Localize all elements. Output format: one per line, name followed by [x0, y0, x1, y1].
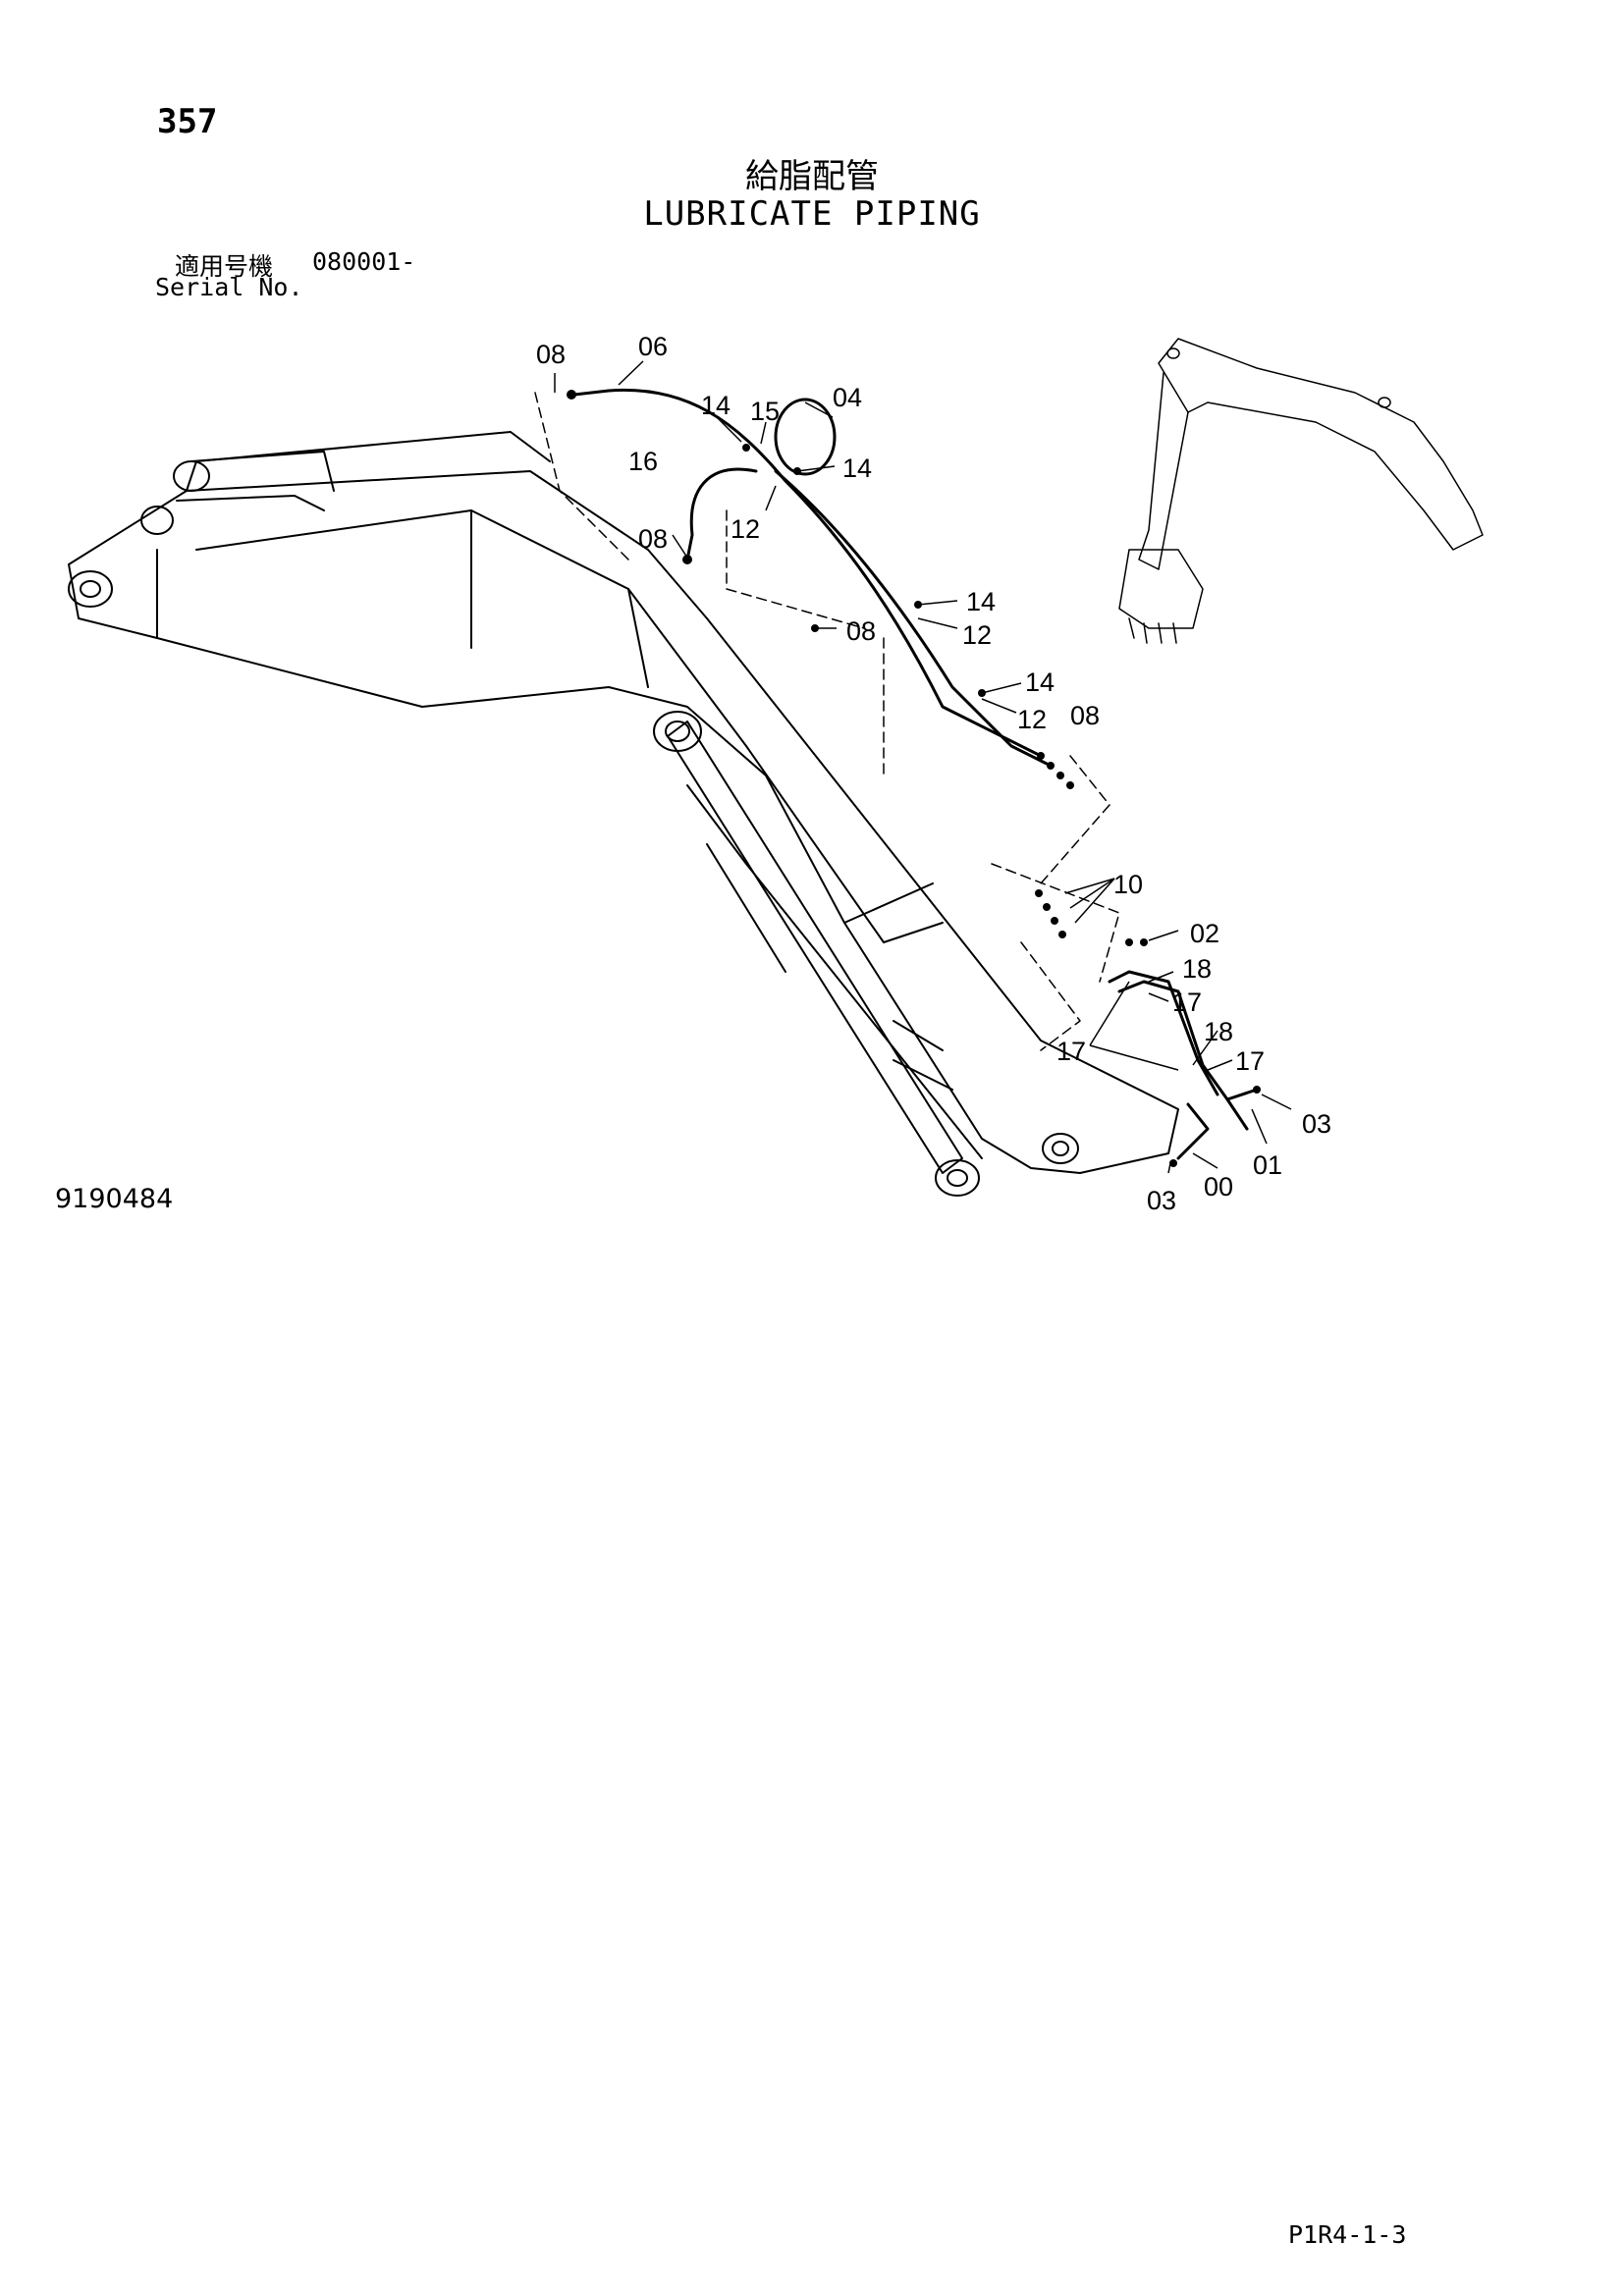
callout-03a: 03 [1302, 1109, 1331, 1139]
serial-label-japanese: 適用号機 [175, 252, 274, 281]
title-english: LUBRICATE PIPING [643, 194, 981, 234]
callout-16: 16 [628, 447, 658, 476]
callout-10: 10 [1113, 870, 1143, 899]
boom-foot-pins [68, 451, 335, 608]
grease-piping [572, 388, 1259, 1160]
callout-15: 15 [750, 397, 780, 426]
callout-12a: 12 [731, 514, 760, 544]
callout-03b: 03 [1147, 1186, 1176, 1215]
callout-01: 01 [1253, 1150, 1282, 1180]
excavator-thumbnail [1118, 338, 1484, 644]
callout-06: 06 [638, 332, 668, 361]
fittings [567, 390, 1261, 1167]
callout-12b: 12 [962, 620, 992, 650]
page-reference: P1R4-1-3 [1288, 2220, 1407, 2249]
boom-outline [68, 431, 1179, 1174]
callout-14d: 14 [1025, 667, 1055, 697]
callout-17a: 17 [1172, 988, 1202, 1017]
callout-18a: 18 [1182, 954, 1212, 984]
callout-14a: 14 [701, 391, 731, 420]
callout-18b: 18 [1204, 1017, 1233, 1046]
callout-08d: 08 [1070, 701, 1100, 730]
callout-17c: 17 [1056, 1037, 1086, 1066]
callout-08c: 08 [846, 616, 876, 646]
title-japanese: 給脂配管 [745, 157, 879, 196]
callout-17b: 17 [1235, 1046, 1265, 1076]
callout-08a: 08 [536, 340, 566, 369]
callout-labels: 08 06 14 15 04 16 14 12 08 08 14 12 14 1… [536, 332, 1331, 1215]
callout-00: 00 [1204, 1172, 1233, 1201]
serial-value: 080001- [312, 247, 416, 276]
callout-02: 02 [1190, 919, 1219, 948]
boom-cylinder [653, 711, 983, 1197]
callout-12c: 12 [1017, 705, 1047, 734]
callout-04: 04 [833, 383, 862, 412]
leader-lines [534, 392, 1120, 1051]
page-number: 357 [157, 102, 218, 141]
boom-nose-pin [1042, 1133, 1079, 1164]
callout-leaders [554, 360, 1292, 1174]
callout-14b: 14 [842, 454, 872, 483]
callout-08b: 08 [638, 524, 668, 554]
figure-number: 9190484 [55, 1184, 174, 1214]
callout-14c: 14 [966, 587, 996, 616]
serial-label-english: Serial No. [155, 273, 303, 301]
